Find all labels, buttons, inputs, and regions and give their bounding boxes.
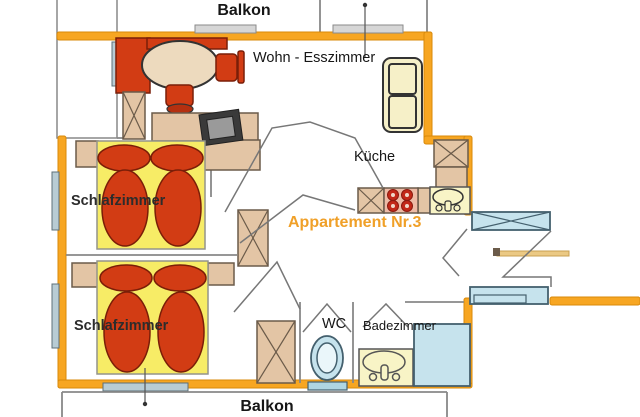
duvet xyxy=(101,169,149,247)
leader-line xyxy=(142,368,148,407)
wc-label: WC xyxy=(322,316,347,332)
pillow xyxy=(150,144,204,172)
living-dining-label: Wohn - Esszimmer xyxy=(253,50,376,66)
door-swing xyxy=(224,121,384,213)
chair xyxy=(215,53,238,82)
window xyxy=(51,171,60,231)
door-swing xyxy=(501,230,552,287)
entry-cabinet xyxy=(469,286,549,305)
shower xyxy=(413,323,471,387)
wardrobe xyxy=(122,91,146,140)
balcony-top-label: Balkon xyxy=(217,2,271,19)
duvet xyxy=(103,291,151,373)
double-bed-1 xyxy=(96,140,206,250)
apartment-label: Appartement Nr.3 xyxy=(288,214,422,231)
leader-line xyxy=(362,2,368,57)
door-swing xyxy=(442,228,468,277)
dining-table xyxy=(141,40,219,90)
kitchen-cabinet xyxy=(433,139,469,168)
door-swing xyxy=(233,260,301,313)
bedroom2-label: Schlafzimmer xyxy=(74,318,169,334)
stove xyxy=(383,187,419,214)
pillow xyxy=(99,264,153,292)
adjacent-room xyxy=(56,0,118,139)
balcony-bottom-label: Balkon xyxy=(240,398,294,415)
kitchen-label: Küche xyxy=(354,149,396,165)
bedroom1-label: Schlafzimmer xyxy=(71,193,166,209)
window-sill xyxy=(332,24,404,34)
nightstand xyxy=(207,262,235,286)
tv xyxy=(198,108,244,147)
window xyxy=(51,283,60,349)
door-swing xyxy=(239,194,356,244)
toilet xyxy=(307,335,348,391)
washbasin xyxy=(358,348,414,387)
nightstand xyxy=(71,262,99,288)
kitchen-cabinet xyxy=(435,166,468,189)
pillow xyxy=(97,144,151,172)
shelf xyxy=(471,211,551,231)
chair xyxy=(165,84,194,107)
entrance-door xyxy=(493,248,570,257)
nightstand xyxy=(75,140,99,168)
duvet xyxy=(157,291,205,373)
wardrobe xyxy=(256,320,296,384)
door-swing xyxy=(302,302,352,333)
window-sill xyxy=(194,24,257,34)
wall-right-upper xyxy=(423,31,433,144)
wardrobe xyxy=(237,209,269,267)
duvet xyxy=(154,169,202,247)
wall-entry-right xyxy=(549,296,640,306)
kitchen-sink xyxy=(429,186,471,215)
bathroom-label: Badezimmer xyxy=(363,318,436,333)
chair-backrest xyxy=(237,50,245,84)
double-bed-2 xyxy=(96,260,209,375)
door-swing xyxy=(362,302,409,328)
pillow xyxy=(153,264,207,292)
sofa xyxy=(382,57,423,133)
